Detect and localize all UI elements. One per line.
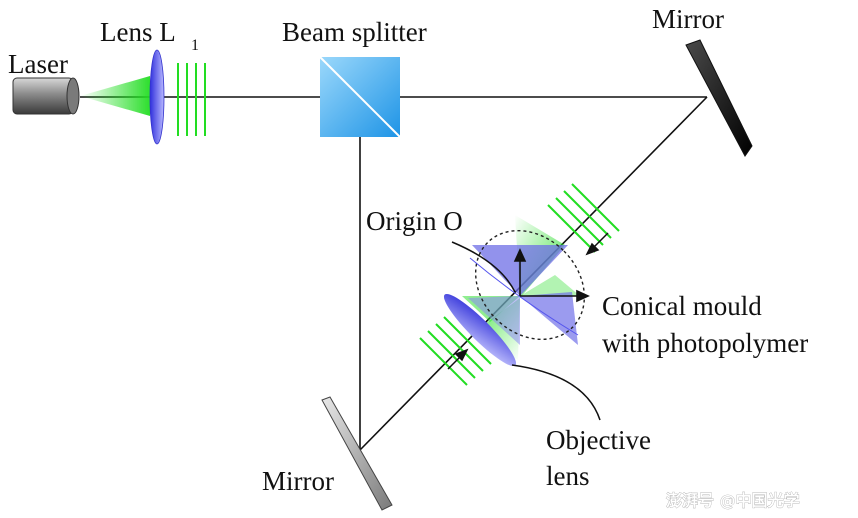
lens-l1-subscript: 1 [191, 37, 199, 54]
mirror-bottom-left [321, 396, 393, 511]
conical-mould-label-line1: Conical mould [602, 291, 762, 321]
lens-l1 [149, 49, 206, 145]
mirror-top-label: Mirror [652, 4, 724, 34]
beam-splitter-label: Beam splitter [282, 17, 427, 47]
origin-callout [451, 241, 516, 293]
wavefronts-upper [547, 183, 620, 253]
beam-paths [80, 96, 708, 451]
watermark-text: 澎湃号 @中国光学 [666, 491, 800, 510]
objective-lens [443, 293, 517, 367]
conical-mould-label-line2: with photopolymer [602, 328, 808, 358]
laser-device [12, 76, 150, 116]
objective-callout [511, 364, 601, 421]
wavefront-arrow-upper [585, 232, 609, 256]
coordinate-axes [513, 248, 590, 303]
objective-label-line2: lens [546, 461, 590, 491]
beam-splitter [319, 56, 401, 138]
laser-output-cone [80, 76, 150, 116]
conical-mould [468, 229, 586, 345]
mirror-bottom-label: Mirror [262, 466, 334, 496]
wavefront-arrow-lower [447, 348, 469, 370]
wavefronts-lower [419, 316, 492, 386]
laser-label: Laser [8, 49, 68, 79]
callout-lines [451, 241, 601, 421]
mirror-top-right [685, 39, 753, 157]
origin-label: Origin O [366, 206, 463, 236]
lens-l1-label: Lens L [100, 17, 176, 47]
objective-label-line1: Objective [546, 425, 651, 455]
